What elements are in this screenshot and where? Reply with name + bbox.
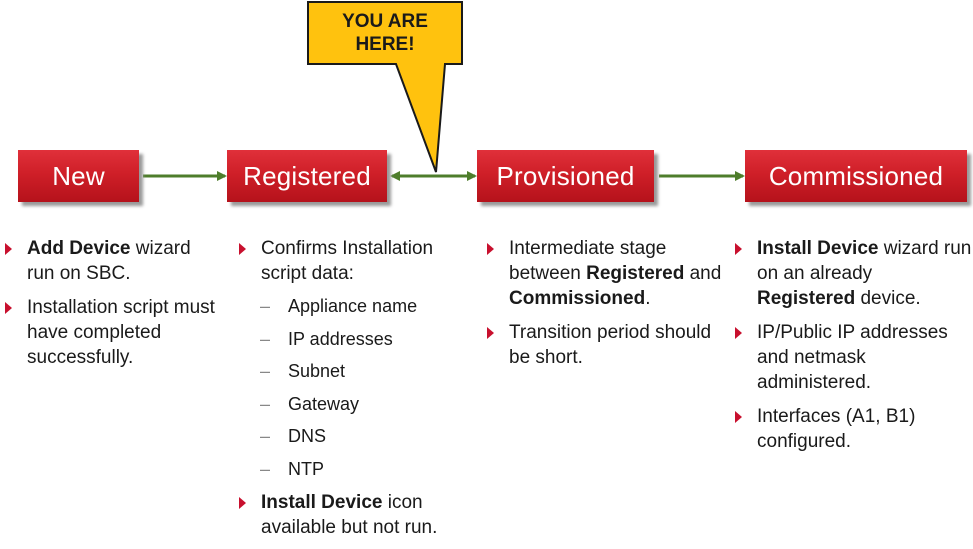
stage-provisioned-label: Provisioned <box>496 160 635 191</box>
bullet-arrow-icon <box>487 327 494 339</box>
bullet-arrow-icon <box>5 243 12 255</box>
registered-subitem: –IP addresses <box>260 328 393 349</box>
registered-subitem: –Subnet <box>260 361 346 381</box>
commissioned-bullet-3-text: Interfaces (A1, B1) configured. <box>757 406 916 452</box>
bullet-arrow-icon <box>735 243 742 255</box>
dash-icon: – <box>260 426 271 446</box>
registered-bullet-2-bold: Install Device <box>261 492 383 513</box>
you-are-here-callout <box>307 1 463 173</box>
registered-subitem: –Appliance name <box>260 296 418 316</box>
registered-subitem: –DNS <box>260 426 327 446</box>
new-details: Add Device wizard run on SBC. Installati… <box>0 236 215 379</box>
stage-commissioned-label: Commissioned <box>768 160 944 191</box>
registered-bullet-1: Confirms Installation script data: <box>234 236 474 286</box>
stage-new-label: New <box>52 160 105 191</box>
new-bullet-1-bold: Add Device <box>27 238 131 259</box>
bullet-arrow-icon <box>239 243 246 255</box>
commissioned-bullet-2: IP/Public IP addresses and netmask admin… <box>730 320 973 395</box>
commissioned-details: Install Device wizard run on an already … <box>730 236 973 463</box>
registered-details: Confirms Installation script data: –Appl… <box>234 236 474 549</box>
bullet-arrow-icon <box>735 327 742 339</box>
registered-subitems: –Appliance name –IP addresses –Subnet –G… <box>234 295 474 480</box>
new-bullet-1: Add Device wizard run on SBC. <box>0 236 215 286</box>
bullet-arrow-icon <box>735 411 742 423</box>
stage-new: New <box>18 150 139 202</box>
provisioned-details: Intermediate stage between Registered an… <box>482 236 722 379</box>
provisioned-bullet-2: Transition period should be short. <box>482 320 722 370</box>
stage-registered: Registered <box>227 150 387 202</box>
provisioned-bullet-1: Intermediate stage between Registered an… <box>482 236 722 311</box>
dash-icon: – <box>260 296 271 316</box>
dash-icon: – <box>260 458 271 479</box>
commissioned-bullet-2-text: IP/Public IP addresses and netmask admin… <box>757 322 948 393</box>
provisioned-bullet-2-text: Transition period should be short. <box>509 322 712 368</box>
new-bullet-2-text: Installation script must have completed … <box>27 297 215 368</box>
bullet-arrow-icon <box>5 302 12 314</box>
new-bullet-1-text: wizard run on SBC. <box>27 238 191 284</box>
bullet-arrow-icon <box>487 243 494 255</box>
stage-provisioned: Provisioned <box>477 150 654 202</box>
registered-bullet-1-text: Confirms Installation script data: <box>261 238 434 284</box>
callout-line-1: YOU ARE <box>342 11 428 32</box>
connector-arrows <box>143 171 745 181</box>
dash-icon: – <box>260 328 271 349</box>
callout-line-2: HERE! <box>355 34 415 55</box>
commissioned-bullet-3: Interfaces (A1, B1) configured. <box>730 404 973 454</box>
dash-icon: – <box>260 393 271 414</box>
stage-registered-label: Registered <box>243 160 371 191</box>
bullet-arrow-icon <box>239 497 246 509</box>
stage-commissioned: Commissioned <box>745 150 967 202</box>
commissioned-bullet-1: Install Device wizard run on an already … <box>730 236 973 311</box>
new-bullet-2: Installation script must have completed … <box>0 295 215 370</box>
registered-subitem: –NTP <box>260 458 324 479</box>
registered-bullet-2-text: icon available but not run. <box>261 492 438 538</box>
callout-text: YOU ARE HERE! <box>309 10 461 56</box>
registered-subitem: –Gateway <box>260 393 360 414</box>
dash-icon: – <box>260 361 271 381</box>
registered-bullet-2: Install Device icon available but not ru… <box>234 490 474 540</box>
